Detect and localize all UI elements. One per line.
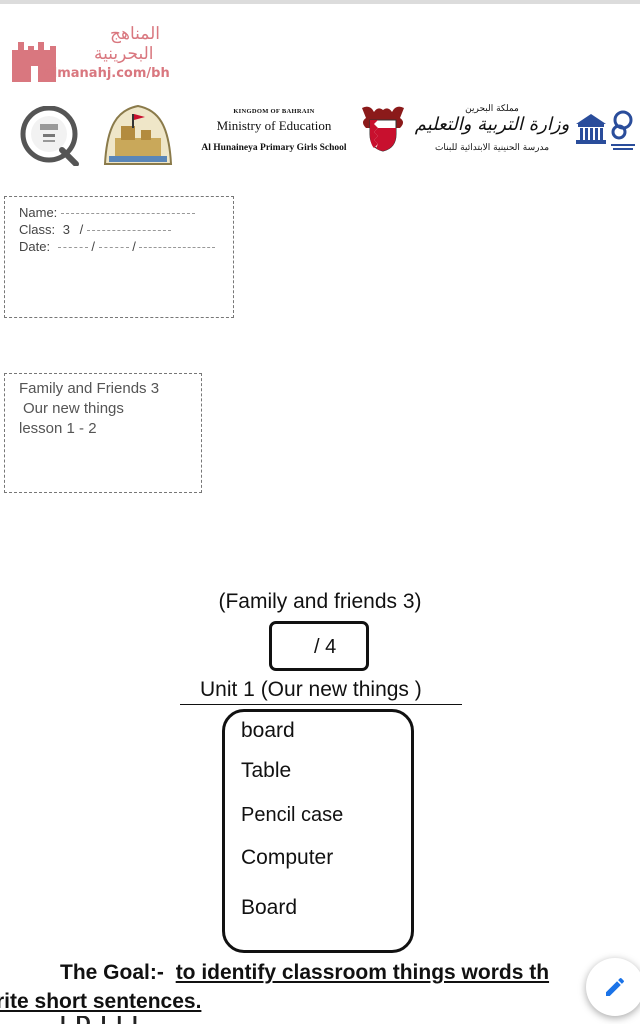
clipped-next-line: l D l l l bbox=[60, 1016, 520, 1024]
goal-text-continued: rite short sentences. bbox=[0, 990, 202, 1013]
worksheet-title: (Family and friends 3) bbox=[218, 590, 422, 613]
unesco-temple-icon bbox=[576, 114, 606, 144]
name-blank[interactable] bbox=[60, 213, 195, 215]
name-row: Name: bbox=[19, 205, 195, 220]
watermark-arabic-line2: البحرينية bbox=[94, 44, 154, 64]
word-item: Board bbox=[241, 896, 298, 919]
student-info-box: Name: Class: 3 / Date: / / bbox=[4, 196, 234, 318]
watermark-url: almanahj.com/bh bbox=[44, 66, 170, 81]
ministry-label: Ministry of Education bbox=[216, 118, 332, 133]
word-item: board bbox=[241, 719, 295, 742]
class-section-blank[interactable] bbox=[86, 230, 171, 232]
unit-label: Unit 1 (Our new things ) bbox=[200, 678, 422, 701]
date-row: Date: / / bbox=[19, 239, 216, 254]
pencil-edit-icon bbox=[606, 977, 625, 996]
castle-watermark-icon bbox=[12, 42, 56, 82]
arabic-ministry-header: مملكة البحرين وزارة التربية والتعليم مدر… bbox=[412, 104, 572, 153]
name-label: Name: bbox=[19, 205, 58, 220]
clipped-next-line-text: l D l l l bbox=[60, 1016, 520, 1024]
class-value: 3 bbox=[62, 222, 70, 237]
class-label: Class: bbox=[19, 222, 56, 237]
quality-q-logo-icon bbox=[20, 106, 79, 166]
top-divider bbox=[0, 0, 640, 4]
ministry-header: KINGDOM OF BAHRAIN Ministry of Education… bbox=[185, 108, 363, 153]
goal-label: The Goal:- bbox=[60, 961, 164, 984]
arabic-ministry-label: وزارة التربية والتعليم bbox=[414, 114, 570, 135]
almanahj-watermark: المناهج البحرينية almanahj.com/bh bbox=[12, 24, 197, 84]
unesco-network-icon bbox=[611, 110, 635, 150]
score-value: / 4 bbox=[314, 636, 337, 658]
date-month-blank[interactable] bbox=[98, 247, 129, 249]
class-row: Class: 3 / bbox=[19, 222, 171, 237]
school-label: Al Hunaineya Primary Girls School bbox=[201, 143, 347, 153]
date-label: Date: bbox=[19, 239, 51, 254]
lesson-topic: Our new things bbox=[23, 400, 124, 417]
goal-text: to identify classroom things words th bbox=[175, 961, 550, 984]
school-emblem-icon bbox=[103, 104, 173, 165]
date-year-blank[interactable] bbox=[139, 247, 216, 249]
class-slash: / bbox=[79, 222, 84, 237]
arabic-school-label: مدرسة الحنينية الابتدائية للبنات bbox=[434, 143, 550, 153]
arabic-kingdom-label: مملكة البحرين bbox=[465, 104, 519, 114]
lesson-number: lesson 1 - 2 bbox=[19, 420, 97, 437]
word-item: Computer bbox=[241, 846, 334, 869]
date-slash-1: / bbox=[91, 239, 95, 254]
word-item: Pencil case bbox=[241, 804, 344, 826]
score-box: / 4 bbox=[269, 621, 369, 671]
word-item: Table bbox=[241, 759, 292, 782]
kingdom-label: KINGDOM OF BAHRAIN bbox=[233, 108, 315, 115]
date-day-blank[interactable] bbox=[57, 247, 88, 249]
bahrain-emblem-icon bbox=[362, 106, 404, 152]
edit-fab-button[interactable] bbox=[586, 958, 640, 1016]
lesson-info-box: Family and Friends 3 Our new things less… bbox=[4, 373, 202, 493]
lesson-book: Family and Friends 3 bbox=[19, 380, 160, 397]
word-list-box: board Table Pencil case Computer Board bbox=[222, 709, 414, 953]
unit-heading: Unit 1 (Our new things ) bbox=[180, 678, 462, 705]
date-slash-2: / bbox=[132, 239, 136, 254]
watermark-arabic-line1: المناهج bbox=[110, 24, 160, 44]
goal-line: The Goal:- to identify classroom things … bbox=[60, 961, 549, 985]
